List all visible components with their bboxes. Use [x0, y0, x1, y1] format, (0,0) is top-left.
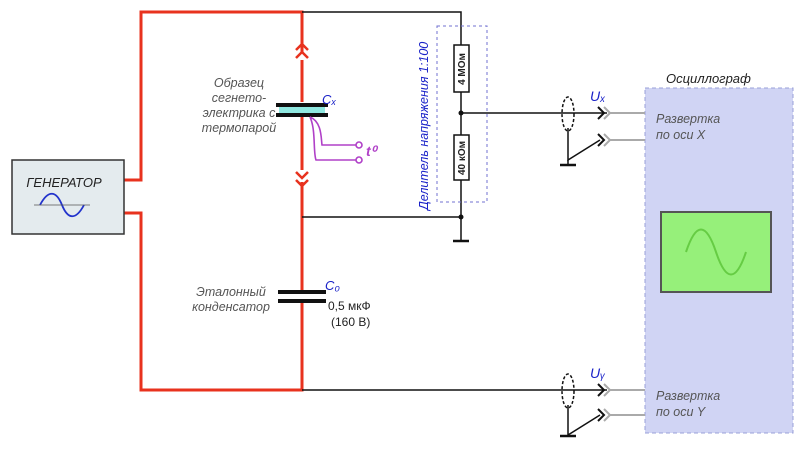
reference-text-1: Эталонный: [196, 285, 266, 299]
divider-resistor-bottom: 40 кОм: [453, 134, 470, 181]
sample-capacitor: [276, 103, 328, 117]
generator-label: ГЕНЕРАТОР: [26, 175, 102, 190]
reference-capacitor: [278, 290, 326, 303]
divider-label: Делитель напряжения 1:100: [417, 42, 431, 212]
signal-wires: [302, 11, 607, 437]
sample-text-2: сегнето-: [212, 91, 266, 105]
divider-resistor-top: 4 МОм: [453, 44, 470, 93]
thermocouple-label: t⁰: [366, 143, 379, 159]
coax-shield-y: [561, 373, 575, 409]
channel-uy-label: Uᵧ: [590, 365, 605, 381]
sample-text-1: Образец: [214, 76, 264, 90]
oscilloscope-title: Осциллограф: [666, 71, 751, 86]
thermocouple: [309, 116, 363, 164]
ground-icon: [453, 163, 576, 438]
sample-text-3: электрика с: [203, 106, 276, 120]
channel-ux-label: Uₓ: [590, 88, 605, 104]
reference-value-1: 0,5 мкФ: [328, 299, 371, 313]
generator-box: [11, 159, 125, 235]
sweep-x-line1: Развертка: [656, 112, 720, 126]
screen-sine-icon: [685, 228, 747, 276]
probe-plugs-y: [597, 383, 645, 422]
sweep-y-line2: по оси Y: [656, 405, 707, 419]
sample-text-4: термопарой: [202, 121, 276, 135]
sample-cap-label: Cₓ: [322, 92, 336, 107]
reference-value-2: (160 В): [331, 315, 370, 329]
coax-shield-x: [561, 96, 575, 132]
svg-text:40 кОм: 40 кОм: [457, 141, 468, 175]
probe-plugs-x: [597, 106, 645, 147]
reference-cap-label: C₀: [325, 278, 340, 293]
svg-text:4 МОм: 4 МОм: [457, 53, 468, 85]
reference-text-2: конденсатор: [192, 300, 270, 314]
primary-circuit-wires: [124, 10, 304, 392]
connector-chevrons: [295, 42, 309, 188]
divider-frame: [436, 25, 488, 203]
oscilloscope-screen: [660, 211, 772, 293]
sweep-x-line2: по оси X: [656, 128, 706, 142]
sweep-y-line1: Развертка: [656, 389, 720, 403]
